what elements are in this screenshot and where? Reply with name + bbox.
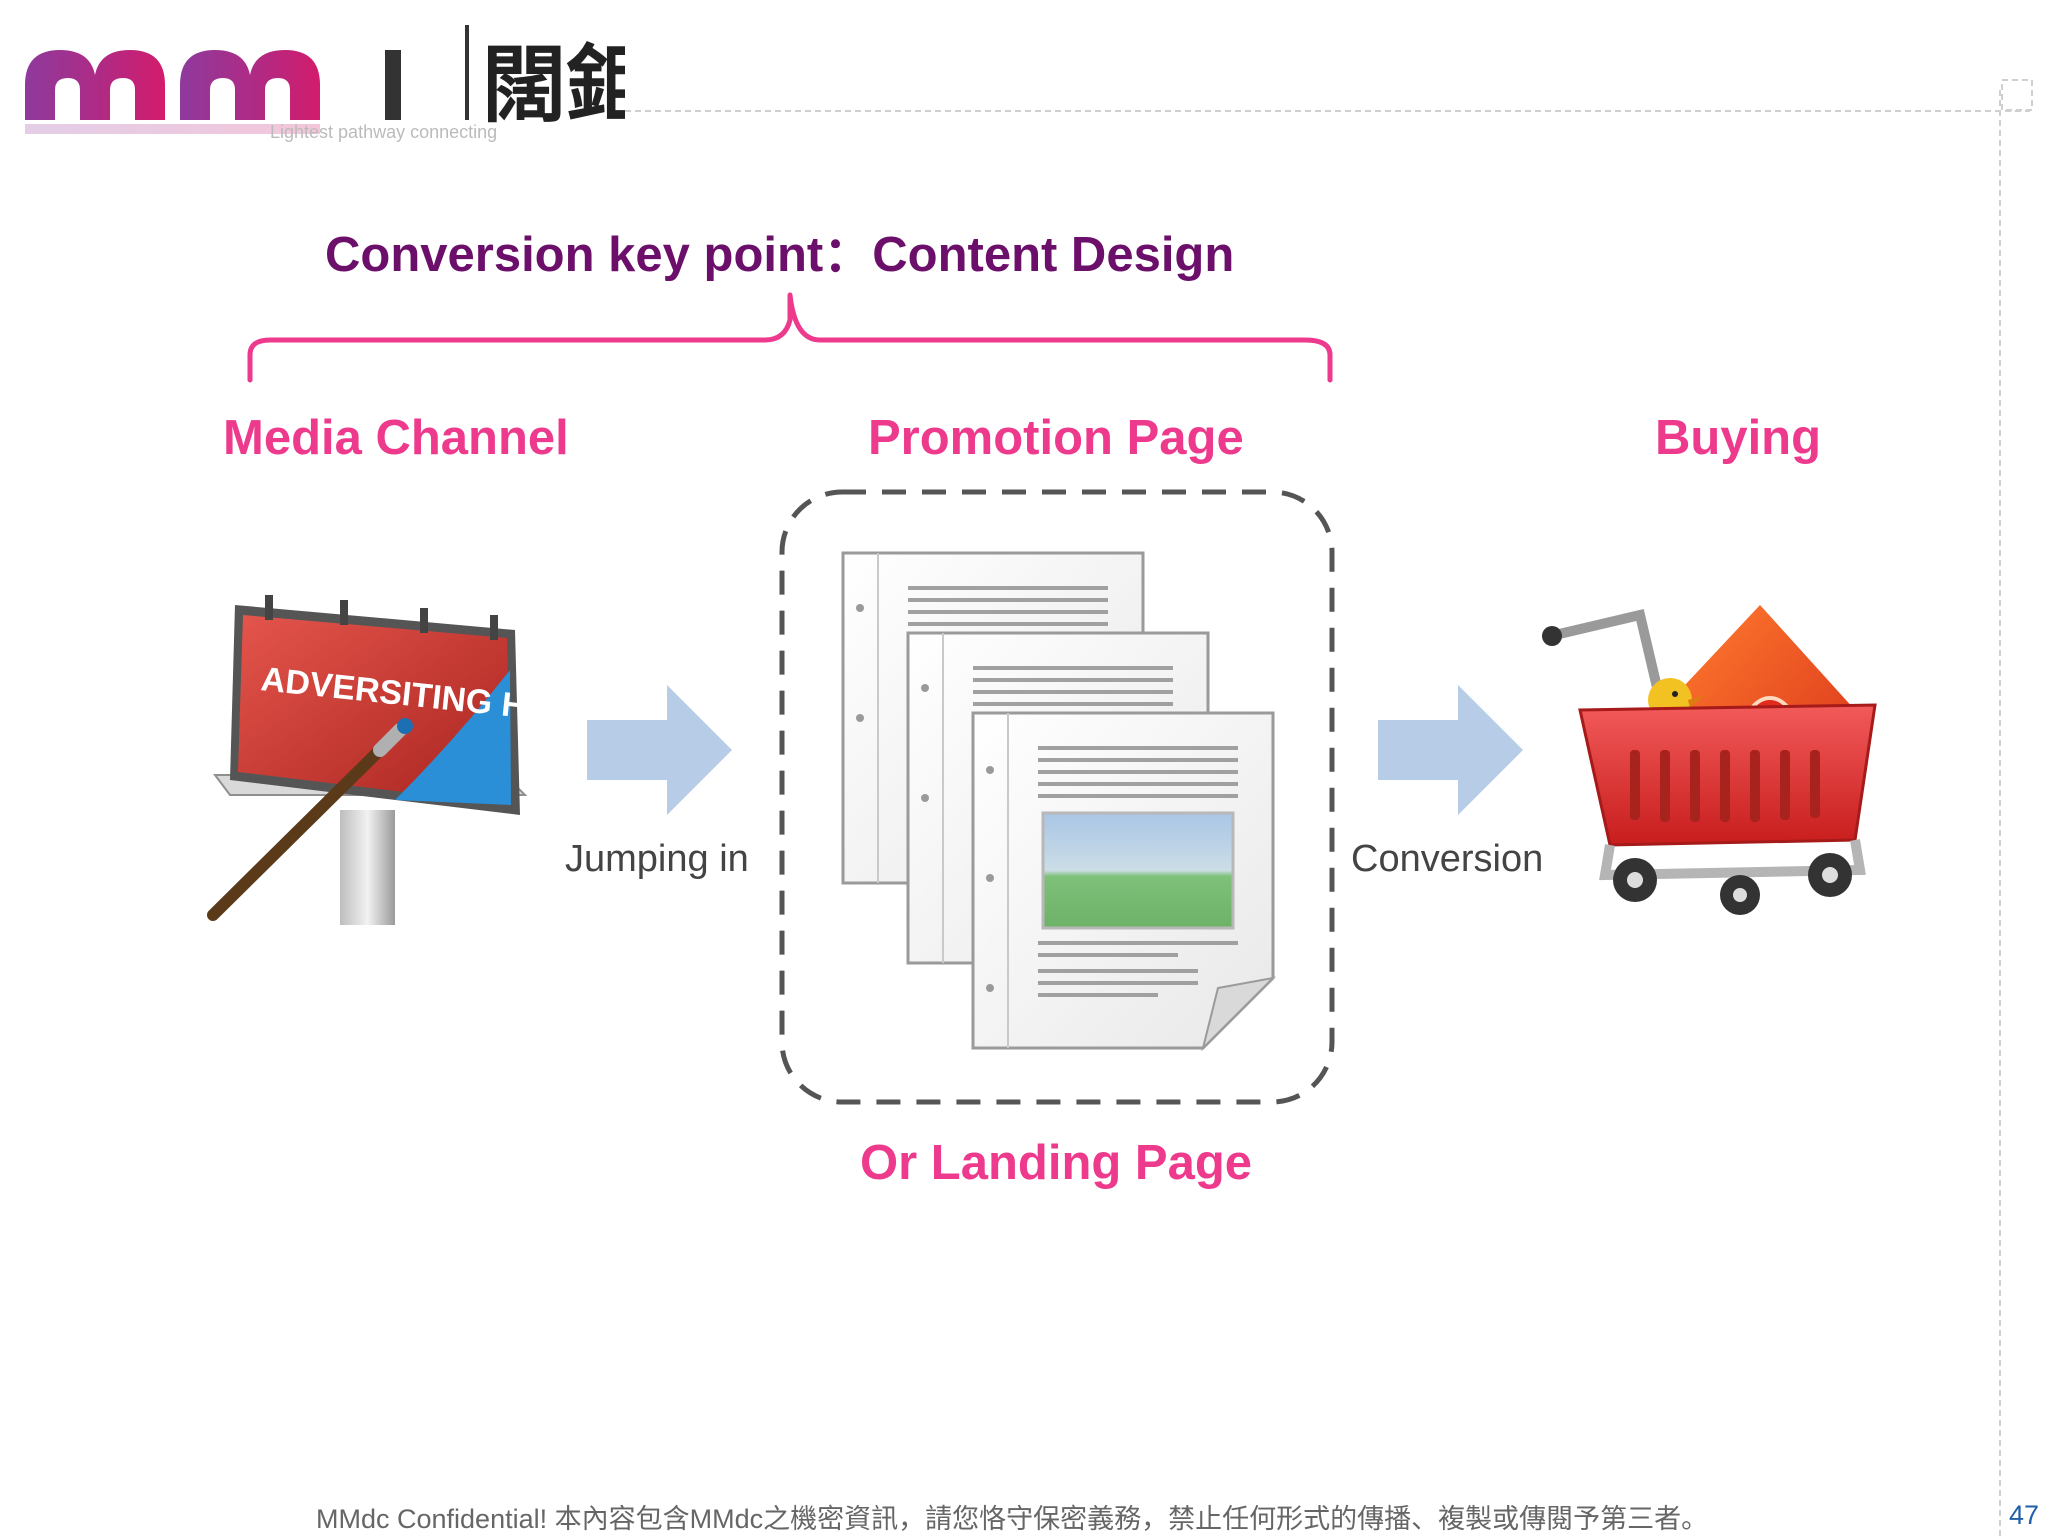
flow-label-conversion: Conversion — [1351, 838, 1544, 880]
stage-promotion-page: Promotion Page — [868, 411, 1244, 465]
right-arrow-icon — [587, 685, 732, 815]
logo-cjk-text: 闊鉅 — [482, 36, 650, 134]
company-logo: 闊鉅 Lightest pathway connecting — [25, 25, 650, 142]
slide-title: Conversion key point：Content Design — [325, 228, 1235, 282]
page-number: 47 — [2009, 1500, 2040, 1530]
logo-clip — [625, 20, 685, 140]
confidentiality-notice: MMdc Confidential! 本內容包含MMdc之機密資訊，請您恪守保密… — [316, 1504, 1709, 1534]
grouping-brace — [247, 292, 1333, 383]
right-arrow-icon — [1378, 685, 1523, 815]
stage-media-channel: Media Channel — [223, 411, 569, 465]
flow-label-jumping-in: Jumping in — [565, 838, 749, 880]
stage-landing-page: Or Landing Page — [860, 1136, 1253, 1190]
shopping-cart-icon — [1542, 605, 1877, 915]
promotion-container — [779, 489, 1335, 1105]
document-stack-icon — [841, 551, 1276, 1052]
billboard-icon: ADVERSITING HERE — [207, 595, 598, 925]
stage-buying: Buying — [1655, 411, 1822, 465]
logo-caption-text: Lightest pathway connecting — [270, 122, 497, 142]
